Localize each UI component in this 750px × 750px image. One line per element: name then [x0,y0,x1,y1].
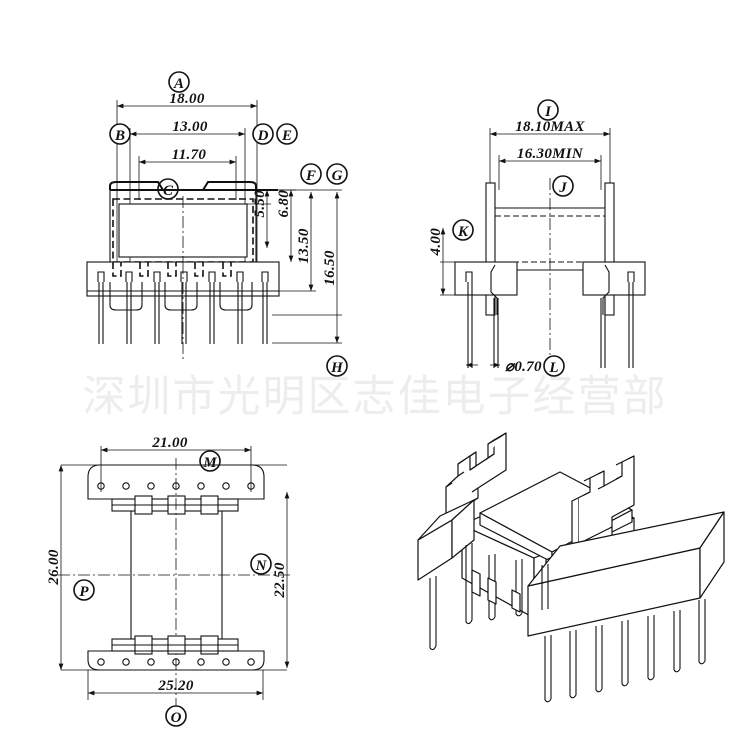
balloon-A-circle [168,71,190,93]
top-flange-upper [87,464,265,515]
dim-J-value: 16.30MIN [517,146,584,162]
top-flange-lower [87,635,265,671]
balloon-E-circle [276,123,298,145]
balloon-O-label: O [171,710,182,726]
side-flange-right [604,182,615,316]
side-flange-left [485,182,496,316]
dim-B-value: 13.00 [172,119,207,135]
dim-K: 4.00 K [428,219,474,296]
dim-M-value: 21.00 [151,435,187,451]
dim-P-value: 26.00 [46,549,62,585]
dim-A-value: 18.00 [169,91,204,107]
top-holes-lower [97,658,255,666]
front-hidden-core [112,196,254,264]
balloon-K-circle [452,219,474,241]
isometric-view [417,432,725,703]
side-base-right [582,261,646,296]
balloon-N-circle [250,553,272,575]
front-view: 18.00 A 13.00 B 11.70 C [86,71,348,377]
balloon-F-label: F [305,168,316,184]
dim-J: 16.30MIN J [499,146,601,197]
dim-C: 11.70 C [139,147,236,200]
front-pins [98,262,268,360]
balloon-B-label: B [114,128,125,144]
dim-E-value: 6.80 [276,190,292,218]
balloon-H-label: H [330,360,344,376]
balloon-L-label: L [548,360,558,376]
balloon-L-circle [543,355,565,377]
dim-K-value: 4.00 [428,228,444,257]
balloon-N-label: N [255,558,268,574]
balloon-D-label: D [257,128,269,144]
balloon-B-circle [109,123,131,145]
dim-I-value: 18.10MAX [515,119,585,135]
dim-N: 22.50 N [250,492,290,668]
dim-B: 13.00 B [109,119,245,145]
top-holes-upper [97,482,255,490]
dim-O-value: 25.20 [157,678,193,694]
dim-M: 21.00 M [101,435,251,472]
watermark: 深圳市光明区志佳电子经营部 [82,372,668,422]
dim-L-value: ⌀0.70 [505,359,542,375]
side-pins [467,282,634,368]
side-base-blocks [454,261,646,315]
dim-L: ⌀0.70 L [466,355,565,377]
balloon-P-label: P [79,584,89,600]
front-body-outline [109,181,278,262]
dim-G-value: 16.50 [322,250,338,285]
balloon-E-label: E [281,128,292,144]
dim-I: 18.10MAX I [490,99,610,137]
dim-F: 13.50 F [279,163,322,292]
dim-H: H [326,355,348,377]
balloon-I-circle [537,99,559,121]
balloon-I-label: I [544,104,552,120]
balloon-J-circle [552,175,574,197]
dim-N-value: 22.50 [272,562,288,598]
dim-A: 18.00 A [117,71,257,109]
balloon-G-label: G [332,168,343,184]
dim-D-value: 5.50 [252,190,268,218]
dim-P: 26.00 P [46,465,95,670]
balloon-M-label: M [202,455,217,471]
dim-F-value: 13.50 [296,228,312,263]
balloon-J-label: J [558,180,567,196]
balloon-O-circle [165,705,187,727]
side-base-left [454,261,518,296]
top-view: 21.00 M [46,435,290,727]
dim-E: 6.80 E [256,123,298,262]
balloon-A-label: A [173,76,184,92]
balloon-D-circle [252,123,274,145]
balloon-K-label: K [457,224,469,240]
top-extension-lines [61,446,287,700]
dim-O: 25.20 O [88,678,263,727]
balloon-H-circle [326,355,348,377]
balloon-G-circle [326,163,348,185]
balloon-M-circle [199,450,221,472]
balloon-F-circle [300,163,322,185]
dim-C-value: 11.70 [172,147,207,163]
balloon-P-circle [73,579,95,601]
dim-G: 16.50 G [272,163,348,344]
dim-D: 5.50 D [245,123,274,248]
side-view: 18.10MAX I 16.30MIN J [428,99,646,377]
